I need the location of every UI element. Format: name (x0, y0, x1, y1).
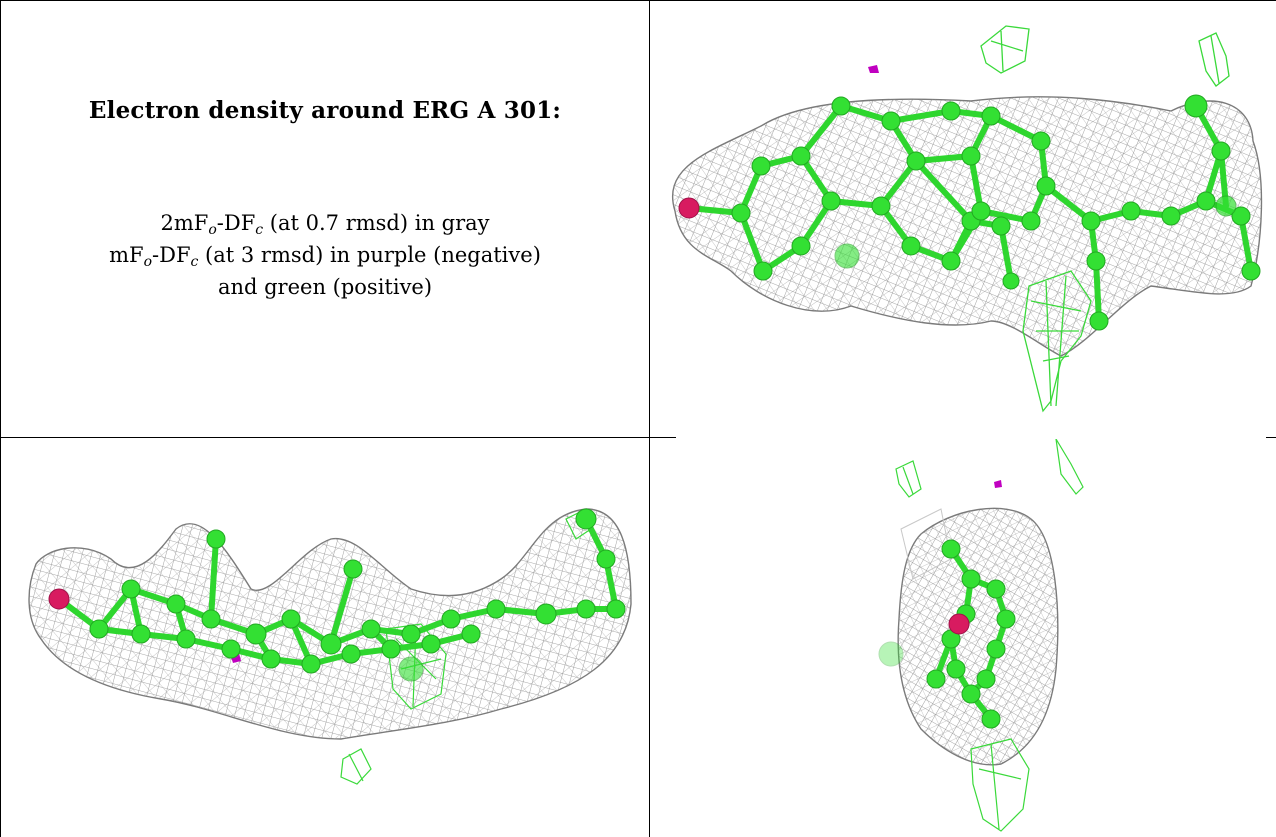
purple-negative-blob (868, 65, 879, 73)
table-divider-horizontal-right (1266, 437, 1276, 438)
oxygen-atom-side (48, 588, 70, 610)
ergosterol-model-side (48, 508, 626, 682)
density-view-top (651, 1, 1276, 421)
purple-negative-blob-side (231, 653, 241, 663)
table-border-left (0, 0, 1, 837)
legend-line-gray: 2mFo-DFc (at 0.7 rmsd) in gray (160, 211, 490, 238)
caption-cell: Electron density around ERG A 301: 2mFo-… (1, 1, 649, 421)
density-render-end (878, 439, 1084, 832)
table-border-top (0, 0, 1276, 1)
gray-density-mesh-side (28, 508, 632, 740)
oxygen-atom-end (948, 613, 970, 635)
table-divider-horizontal-mid (634, 437, 676, 438)
oxygen-atom (678, 197, 700, 219)
gray-density-mesh-end (897, 507, 1059, 766)
ergosterol-model-end (878, 539, 1016, 729)
purple-negative-blob-end (994, 480, 1002, 488)
green-positive-mesh-end (895, 439, 1084, 832)
density-render-top (672, 25, 1263, 413)
green-positive-mesh (980, 25, 1230, 413)
legend-line-difference: mFo-DFc (at 3 rmsd) in purple (negative) (109, 243, 541, 270)
density-view-side (1, 439, 649, 837)
legend-text: 2mFo-DFc (at 0.7 rmsd) in gray mFo-DFc (… (1, 207, 649, 303)
table-divider-horizontal-left (0, 437, 634, 438)
table-divider-vertical (649, 0, 650, 837)
legend-line-positive: and green (positive) (217, 275, 433, 299)
figure-title: Electron density around ERG A 301: (88, 97, 562, 124)
density-render-side (28, 508, 632, 785)
density-view-end (651, 439, 1276, 837)
ergosterol-model-top (678, 94, 1261, 331)
